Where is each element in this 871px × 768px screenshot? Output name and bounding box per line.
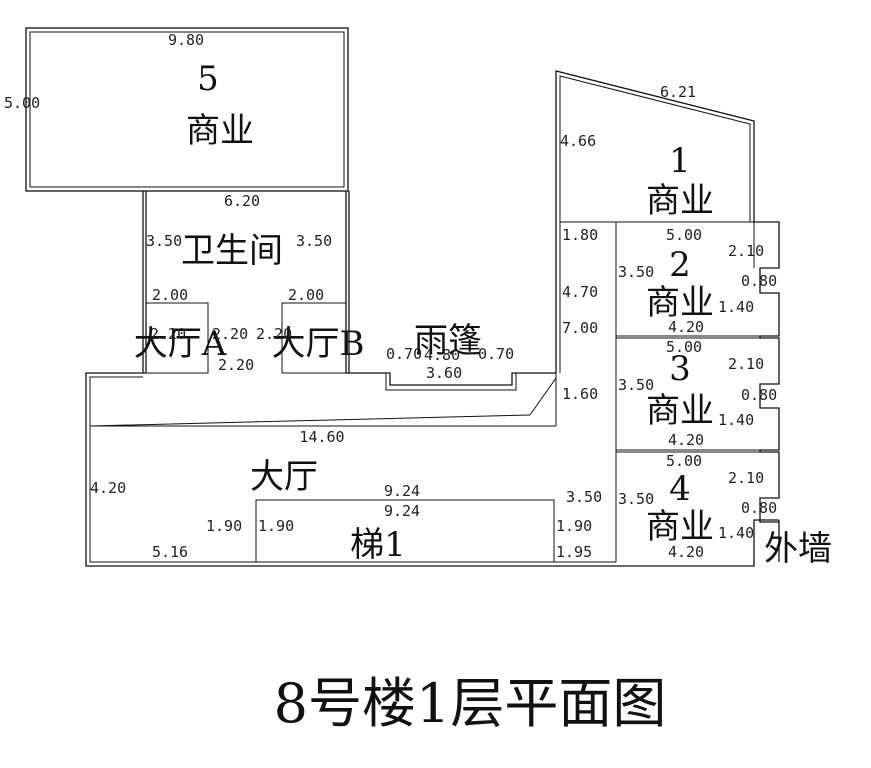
dim-corridor-3: 7.00 — [562, 319, 598, 337]
room-1-name: 商业 — [646, 181, 714, 221]
lobby-b-walls — [281, 302, 347, 374]
dim-lobby-a-bottom: 2.20 — [218, 356, 254, 374]
room-2-number: 2 — [669, 245, 691, 285]
dim-r4-top: 5.00 — [666, 452, 702, 470]
room-5-number: 5 — [197, 59, 219, 99]
dim-r2-bottom: 4.20 — [668, 318, 704, 336]
dim-r2-notch: 0.80 — [741, 272, 777, 290]
dim-lobby-a-width: 2.00 — [152, 286, 188, 304]
dim-restroom-width: 6.20 — [224, 192, 260, 210]
dim-r3-top: 5.00 — [666, 338, 702, 356]
canopy-walls — [349, 372, 556, 391]
canopy-label: 雨篷 — [414, 321, 482, 361]
dim-canopy-mid: 4.80 — [424, 346, 460, 364]
plan-title: 8号楼1层平面图 — [274, 672, 667, 735]
dim-canopy-bottom: 3.60 — [426, 364, 462, 382]
dim-r2-side: 3.50 — [618, 263, 654, 281]
dim-r2-depth: 1.40 — [718, 298, 754, 316]
lobby-a-label: 大厅A — [134, 324, 227, 364]
dim-r5-height: 5.00 — [4, 94, 40, 112]
room-1-walls — [555, 70, 755, 373]
dim-corridor-1: 1.80 — [562, 226, 598, 244]
stair-label: 梯1 — [350, 525, 406, 565]
dim-r3-right: 2.10 — [728, 355, 764, 373]
lobby-b-label: 大厅B — [272, 324, 365, 364]
dim-corridor-7: 1.95 — [556, 543, 592, 561]
dim-lobby-b-width: 2.00 — [288, 286, 324, 304]
dim-r4-right: 2.10 — [728, 469, 764, 487]
room-5-walls — [25, 27, 349, 192]
room-5-name: 商业 — [186, 111, 254, 151]
room-4-name: 商业 — [646, 507, 714, 547]
dim-corridor-2: 4.70 — [562, 283, 598, 301]
dim-corridor-6: 1.90 — [556, 517, 592, 535]
dim-r3-bottom: 4.20 — [668, 431, 704, 449]
room-4-number: 4 — [669, 469, 691, 509]
dim-r2-right: 2.10 — [728, 242, 764, 260]
dim-r4-depth: 1.40 — [718, 524, 754, 542]
room-3-name: 商业 — [646, 391, 714, 431]
lobby-label: 大厅 — [250, 457, 318, 497]
lobby-a-walls — [145, 302, 209, 374]
dim-r4-notch: 0.80 — [741, 499, 777, 517]
dim-stair-left-in: 1.90 — [258, 517, 294, 535]
right-wing-walls — [615, 221, 780, 562]
dim-stair-width-top: 9.24 — [384, 482, 420, 500]
dim-canopy-left: 0.70 — [386, 345, 422, 363]
dim-lobby-left: 4.20 — [90, 479, 126, 497]
lobby-walls — [85, 372, 755, 567]
dim-r1-top: 6.21 — [660, 83, 696, 101]
dim-lobby-a-side: 2.20 — [150, 325, 186, 343]
dim-r3-notch: 0.80 — [741, 386, 777, 404]
dim-lobby-mid: 2.20 — [212, 325, 248, 343]
dim-r4-side: 3.50 — [618, 490, 654, 508]
dim-restroom-right: 3.50 — [296, 232, 332, 250]
dim-r2-top: 5.00 — [666, 226, 702, 244]
dim-stair-left-out: 1.90 — [206, 517, 242, 535]
room-1-number: 1 — [669, 141, 691, 181]
dim-corridor-4: 1.60 — [562, 385, 598, 403]
room-2-name: 商业 — [646, 283, 714, 323]
dim-r1-side: 4.66 — [560, 132, 596, 150]
stair-walls — [255, 499, 555, 563]
dim-r3-side: 3.50 — [618, 376, 654, 394]
dim-r4-bottom: 4.20 — [668, 543, 704, 561]
dim-lobby-b-side: 2.20 — [256, 325, 292, 343]
dim-lobby-bottom: 5.16 — [152, 543, 188, 561]
dim-lobby-width: 14.60 — [299, 428, 344, 446]
dim-corridor-5: 3.50 — [566, 488, 602, 506]
restroom-label: 卫生间 — [181, 231, 283, 271]
dim-canopy-right: 0.70 — [478, 345, 514, 363]
room-3-number: 3 — [669, 349, 691, 389]
outer-wall-label: 外墙 — [764, 529, 832, 569]
dim-r3-depth: 1.40 — [718, 411, 754, 429]
dim-restroom-left: 3.50 — [146, 232, 182, 250]
dim-r5-width: 9.80 — [168, 31, 204, 49]
dim-stair-width-inner: 9.24 — [384, 502, 420, 520]
